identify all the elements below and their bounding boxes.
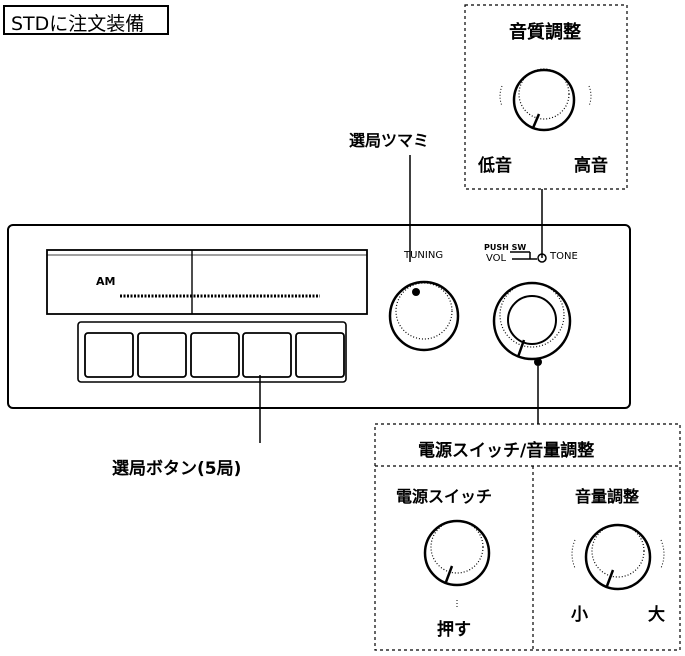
- preset-button-1: [84, 332, 134, 378]
- tone-box: [464, 4, 628, 190]
- volume-large-label: 大: [648, 605, 665, 625]
- power-switch-caption: 押す: [437, 620, 471, 640]
- preset-callout: 選局ボタン(5局): [112, 459, 242, 479]
- preset-button-5: [295, 332, 345, 378]
- tone-high-label: 高音: [574, 156, 608, 176]
- preset-button-2: [137, 332, 187, 378]
- tuning-knob-callout: 選局ツマミ: [349, 131, 430, 150]
- power-volume-box: [374, 423, 681, 651]
- tone-knob: [499, 68, 592, 132]
- std-badge: STDに注文装備: [3, 5, 169, 35]
- std-badge-text: STDに注文装備: [11, 13, 145, 35]
- power-box-title: 電源スイッチ/音量調整: [418, 441, 595, 461]
- volume-title: 音量調整: [575, 487, 640, 506]
- power-switch-knob: [423, 519, 491, 608]
- band-label: AM: [96, 275, 116, 288]
- tone-box-title: 音質調整: [509, 22, 581, 43]
- vol-label: VOL: [486, 253, 507, 264]
- display-window: [46, 249, 368, 315]
- tone-low-label: 低音: [478, 156, 512, 176]
- tone-label: TONE: [550, 251, 578, 262]
- tuning-label: TUNING: [404, 250, 444, 261]
- push-sw-label: PUSH SW: [484, 243, 527, 252]
- preset-button-3: [190, 332, 240, 378]
- power-switch-title: 電源スイッチ: [396, 487, 493, 506]
- preset-button-4: [242, 332, 292, 378]
- radio-faceplate: [7, 224, 631, 409]
- preset-button-frame: [77, 321, 347, 383]
- volume-tone-knob: [492, 281, 572, 366]
- volume-knob: [571, 523, 665, 591]
- tuning-knob: [388, 280, 460, 352]
- volume-small-label: 小: [571, 605, 588, 625]
